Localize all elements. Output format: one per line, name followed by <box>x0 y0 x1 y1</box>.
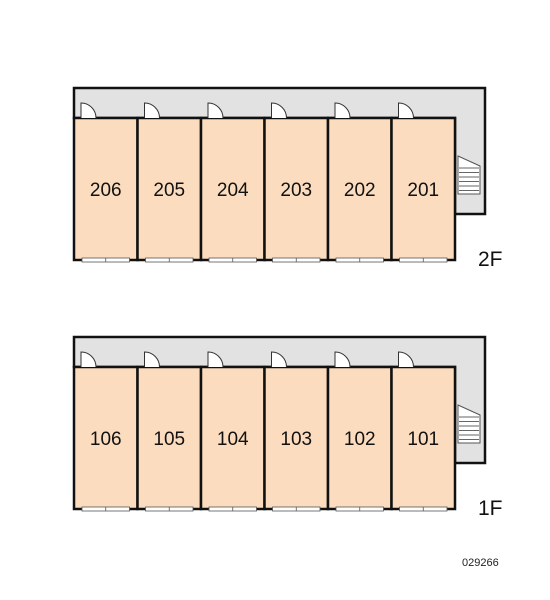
window-icon <box>335 506 384 512</box>
room-number: 105 <box>153 429 185 450</box>
room-203: 203 <box>263 102 330 263</box>
room-number: 103 <box>280 429 312 450</box>
window-icon <box>208 257 257 263</box>
room-204: 204 <box>199 102 266 263</box>
door-icon <box>144 102 160 119</box>
window-icon <box>272 257 321 263</box>
room-number: 104 <box>217 429 249 450</box>
window-icon <box>208 506 257 512</box>
room-number: 205 <box>153 180 185 201</box>
room-number: 206 <box>90 180 122 201</box>
room-205: 205 <box>136 102 203 263</box>
window-icon <box>399 257 448 263</box>
floor-label: 2F <box>478 248 503 271</box>
room-number: 101 <box>407 429 439 450</box>
staircase-icon <box>457 404 481 444</box>
plan-code: 029266 <box>462 557 499 569</box>
room-101: 101 <box>390 351 457 512</box>
room-201: 201 <box>390 102 457 263</box>
door-icon <box>334 102 351 119</box>
door-icon <box>207 102 224 119</box>
window-icon <box>272 506 321 512</box>
room-number: 204 <box>217 180 249 201</box>
door-icon <box>80 102 97 119</box>
door-icon <box>207 351 224 368</box>
window-icon <box>399 506 448 512</box>
door-icon <box>271 102 287 119</box>
floor-2f: 206 205 204 203 202 201 2F <box>72 86 503 271</box>
room-number: 201 <box>407 180 439 201</box>
floor-1f: 106 105 104 103 102 101 1F <box>72 335 503 520</box>
door-icon <box>80 351 97 368</box>
room-105: 105 <box>136 351 203 512</box>
room-number: 203 <box>280 180 312 201</box>
room-number: 106 <box>90 429 122 450</box>
window-icon <box>145 257 194 263</box>
room-104: 104 <box>199 351 266 512</box>
room-102: 102 <box>326 351 393 512</box>
window-icon <box>145 506 194 512</box>
door-icon <box>144 351 160 368</box>
floor-label: 1F <box>478 497 503 520</box>
room-number: 202 <box>344 180 376 201</box>
door-icon <box>398 102 414 119</box>
room-number: 102 <box>344 429 376 450</box>
door-icon <box>398 351 414 368</box>
room-103: 103 <box>263 351 330 512</box>
room-206: 206 <box>72 102 139 263</box>
staircase-icon <box>457 155 481 195</box>
room-106: 106 <box>72 351 139 512</box>
window-icon <box>81 257 130 263</box>
window-icon <box>335 257 384 263</box>
door-icon <box>334 351 351 368</box>
door-icon <box>271 351 287 368</box>
window-icon <box>81 506 130 512</box>
room-202: 202 <box>326 102 393 263</box>
